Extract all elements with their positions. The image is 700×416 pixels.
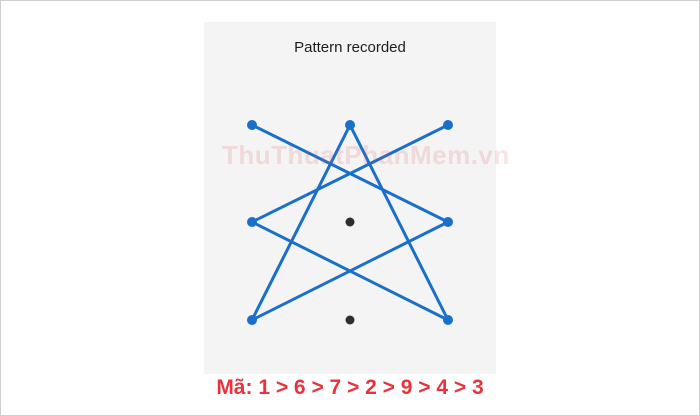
pattern-dot-3[interactable] <box>443 120 453 130</box>
screen-title: Pattern recorded <box>294 39 406 56</box>
pattern-segment-2-9 <box>348 123 450 322</box>
pattern-dot-1[interactable] <box>247 120 257 130</box>
pattern-lock-grid[interactable] <box>204 22 496 374</box>
pattern-screen: Pattern recorded <box>204 22 496 374</box>
pattern-dot-4[interactable] <box>247 217 257 227</box>
pattern-segment-4-3 <box>250 123 450 224</box>
pattern-code-caption: Mã: 1 > 6 > 7 > 2 > 9 > 4 > 3 <box>216 376 484 399</box>
pattern-segment-7-2 <box>250 123 352 322</box>
pattern-dot-8[interactable] <box>345 315 355 325</box>
watermark: ThuThuatPhanMem.vn <box>222 140 510 170</box>
pattern-dot-6[interactable] <box>443 217 453 227</box>
pattern-dot-5[interactable] <box>345 217 355 227</box>
pattern-dot-9[interactable] <box>443 315 453 325</box>
pattern-dot-7[interactable] <box>247 315 257 325</box>
pattern-dot-2[interactable] <box>345 120 355 130</box>
pattern-segment-9-4 <box>250 220 450 322</box>
